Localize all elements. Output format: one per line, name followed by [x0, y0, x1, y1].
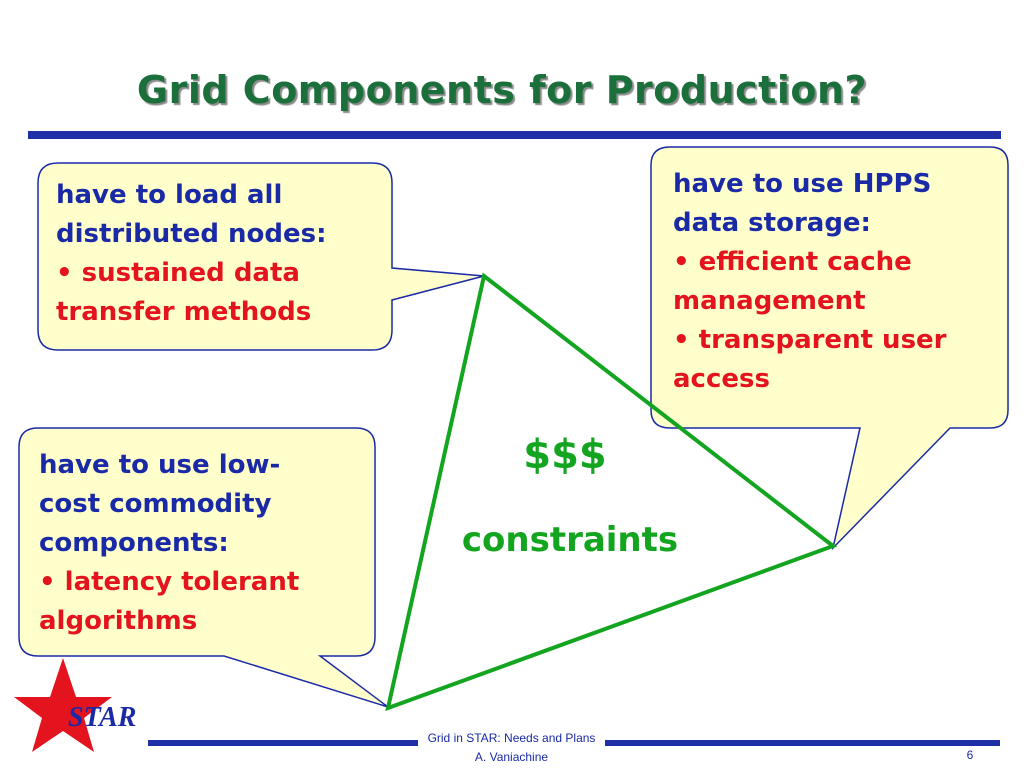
footer-rule-right: [605, 740, 1000, 746]
callout-top-left-bullet-cont: transfer methods: [56, 297, 312, 327]
callout-top-right-bullet-2: • transparent user: [673, 325, 947, 355]
callout-top-right-text: have to use HPPS data storage: • efficie…: [673, 165, 947, 399]
callout-top-left-bullet: • sustained data: [56, 258, 300, 288]
star-logo-icon: [14, 658, 112, 752]
star-logo-text: STAR: [68, 702, 137, 733]
callout-bottom-left-text: have to use low- cost commodity componen…: [39, 446, 299, 641]
callout-top-right-line-2: data storage:: [673, 208, 871, 238]
constraints-triangle: [385, 272, 838, 712]
callout-bottom-left-line-2: cost commodity: [39, 489, 272, 519]
callout-top-left-bubble: [37, 162, 485, 351]
callout-bottom-left-bullet: • latency tolerant: [39, 567, 300, 597]
callout-top-right-line-1: have to use HPPS: [673, 169, 932, 199]
callout-bottom-left-line-3: components:: [39, 528, 229, 558]
callout-bottom-left-line-1: have to use low-: [39, 450, 281, 480]
callout-bottom-left-bullet-cont: algorithms: [39, 606, 198, 636]
callout-top-right-bullet-1: • efficient cache: [673, 247, 912, 277]
callout-top-right-bullet-1-cont: management: [673, 286, 866, 316]
callout-top-left-line-1: have to load all: [56, 180, 283, 210]
callout-top-left-text: have to load all distributed nodes: • su…: [56, 176, 327, 332]
center-constraints-label: constraints: [461, 520, 679, 560]
footer-author: A. Vaniachine: [474, 750, 549, 764]
callout-bottom-left-bubble: [18, 427, 389, 708]
callout-top-right-bullet-2-cont: access: [673, 364, 770, 394]
slide-title: Grid Components for Production?: [136, 68, 868, 112]
callout-top-right-bubble: [650, 146, 1009, 551]
footer-rule-left: [148, 740, 418, 746]
footer-page-number: 6: [966, 748, 974, 762]
footer-talk-title: Grid in STAR: Needs and Plans: [427, 731, 596, 745]
title-rule: [28, 131, 1001, 139]
center-money-label: $$$: [523, 432, 607, 478]
callout-top-left-line-2: distributed nodes:: [56, 219, 327, 249]
